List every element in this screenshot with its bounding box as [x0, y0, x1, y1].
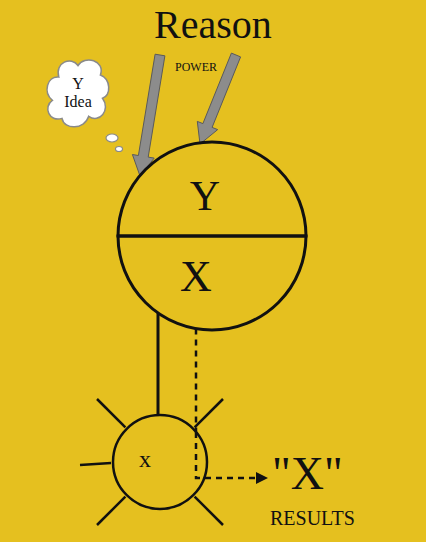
dashed-connector [195, 329, 198, 432]
idea-cloud-shape [47, 60, 109, 127]
node-text: x [139, 446, 151, 474]
body-circle-shape [113, 415, 207, 509]
thought-bubble [106, 134, 118, 142]
idea-cloud: Y Idea [46, 56, 110, 130]
limb-line [80, 463, 111, 465]
limb-line [195, 399, 223, 427]
circle-lower-half-outline [118, 236, 306, 330]
circle-lower-half-shape [118, 236, 306, 330]
result-symbol: "X" [272, 448, 343, 501]
limb-line [97, 399, 125, 427]
body-circle-outline [113, 415, 207, 509]
circle-lower-half: X [118, 236, 306, 330]
node-text: X [180, 252, 212, 303]
result-arrowhead [256, 472, 268, 484]
circle-upper-half: Y [118, 142, 306, 236]
results-label: RESULTS [270, 507, 355, 530]
body-circle: x [113, 415, 207, 509]
limb-line [195, 497, 223, 525]
limb-line [97, 497, 125, 525]
heading-label: Reason [154, 2, 272, 48]
thought-bubble [116, 147, 123, 152]
power-label: POWER [175, 61, 217, 75]
node-text: Y [190, 172, 220, 220]
node-text: Y Idea [58, 75, 98, 112]
circle-upper-half-shape [118, 142, 306, 236]
neck-line [157, 313, 160, 415]
